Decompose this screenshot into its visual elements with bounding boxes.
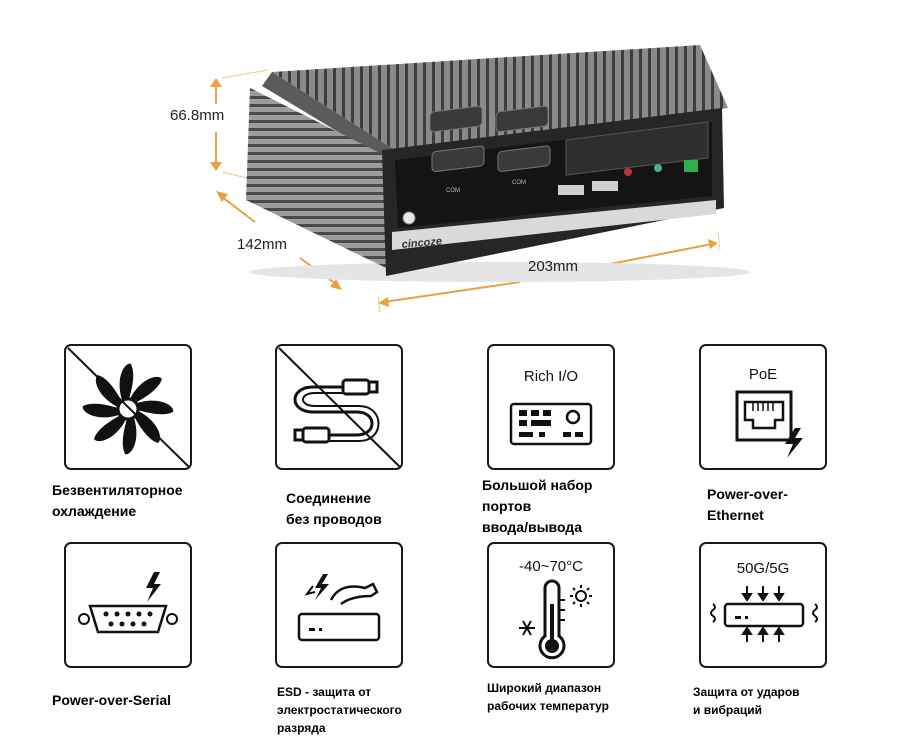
fanless-card — [64, 344, 192, 470]
power-button — [402, 211, 416, 225]
shock-vibration-icon — [710, 586, 818, 642]
poe-card: PoE — [699, 344, 827, 470]
poe-caption: Power-over- Ethernet — [707, 486, 788, 523]
fanless-caption: Безвентиляторное охлаждение — [52, 482, 183, 519]
heatsink-top — [272, 45, 728, 150]
product-illustration: COM COM cincoze 66.8mm 142mm 203mm — [0, 0, 900, 330]
heatsink-side — [246, 88, 390, 268]
brand-logo: cincoze — [401, 236, 442, 251]
fanless-icon — [67, 347, 190, 468]
com-label: COM — [512, 180, 526, 186]
usb-port — [592, 181, 618, 191]
usb-port — [558, 185, 584, 195]
pos-icon — [78, 572, 178, 634]
temperature-caption: Широкий диапазон рабочих температур — [487, 681, 610, 713]
temperature-label: -40~70°C — [519, 558, 583, 575]
height-dimension: 66.8mm — [170, 107, 225, 124]
rich-io-label: Rich I/O — [523, 368, 579, 385]
shock-card: 50G/5G — [699, 542, 827, 668]
cableless-caption: Соединение без проводов — [286, 490, 382, 527]
pos-caption: Power-over-Serial — [52, 692, 172, 708]
esd-card — [275, 542, 403, 668]
com-label: COM — [446, 188, 460, 194]
depth-dimension: 142mm — [237, 236, 288, 253]
width-dimension: 203mm — [528, 258, 579, 275]
poe-label: PoE — [748, 366, 778, 383]
com-ports — [429, 105, 551, 172]
temperature-card: -40~70°C — [487, 542, 615, 668]
rich-io-caption: Большой набор портов ввода/вывода — [482, 477, 593, 535]
shock-caption: Защита от ударов и вибраций — [693, 685, 800, 717]
temperature-icon — [519, 579, 592, 660]
terminal-block — [684, 160, 698, 172]
rich-io-card: Rich I/O — [487, 344, 615, 470]
shock-label: 50G/5G — [736, 560, 790, 577]
esd-caption: ESD - защита от электростатического разр… — [277, 685, 402, 735]
pos-card — [64, 542, 192, 668]
esd-icon — [297, 574, 381, 642]
rich-io-icon — [509, 402, 593, 446]
poe-icon — [735, 390, 803, 458]
cableless-icon — [278, 347, 401, 468]
cableless-card — [275, 344, 403, 470]
embedded-computer-image: COM COM cincoze — [210, 45, 750, 313]
